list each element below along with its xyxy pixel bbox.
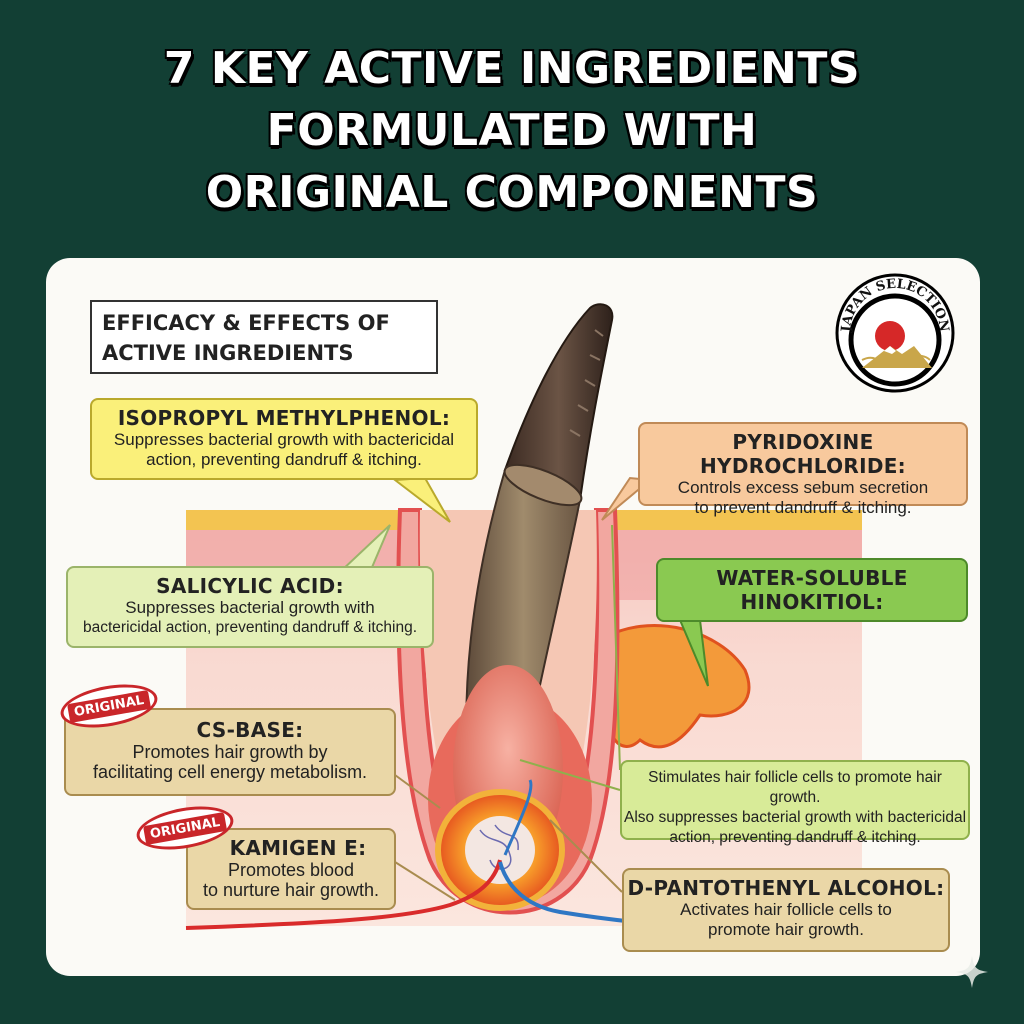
sparkle-icon bbox=[956, 956, 988, 988]
kamigen-e-box: KAMIGEN E: Promotes blood to nurture hai… bbox=[186, 828, 396, 910]
hinokitiol-leader-2 bbox=[611, 524, 621, 771]
kamigen-desc-2: to nurture hair growth. bbox=[202, 880, 380, 900]
efficacy-heading-line-2: ACTIVE INGREDIENTS bbox=[102, 341, 354, 365]
japan-selection-logo: JAPAN SELECTION bbox=[835, 273, 955, 393]
d-pantothenyl-alcohol-box: D-PANTOTHENYL ALCOHOL: Activates hair fo… bbox=[622, 868, 950, 952]
salicylic-desc-1: Suppresses bacterial growth with bbox=[125, 598, 375, 617]
kamigen-pointer bbox=[394, 861, 456, 901]
hinokitiol-desc-1: Stimulates hair follicle cells to promot… bbox=[648, 769, 942, 806]
hinokitiol-name-2: HINOKITIOL: bbox=[740, 590, 884, 614]
original-badge-label: ORIGINAL bbox=[142, 811, 228, 845]
isopropyl-desc-2: action, preventing dandruff & itching. bbox=[146, 450, 422, 469]
csbase-desc-2: facilitating cell energy metabolism. bbox=[92, 762, 368, 782]
pyridoxine-desc-1: Controls excess sebum secretion bbox=[677, 478, 929, 497]
efficacy-heading-line-1: EFFICACY & EFFECTS OF bbox=[102, 311, 390, 335]
water-soluble-hinokitiol-box: WATER-SOLUBLE HINOKITIOL: bbox=[656, 558, 968, 622]
title-line-2: FORMULATED WITH bbox=[266, 105, 758, 156]
isopropyl-desc-1: Suppresses bacterial growth with bacteri… bbox=[113, 430, 455, 449]
hinokitiol-name-1: WATER-SOLUBLE bbox=[716, 566, 908, 590]
original-badge-label: ORIGINAL bbox=[66, 689, 152, 723]
isopropyl-methylphenol-box: ISOPROPYL METHYLPHENOL: Suppresses bacte… bbox=[90, 398, 478, 480]
csbase-pointer bbox=[394, 774, 441, 809]
cs-base-box: CS-BASE: Promotes hair growth by facilit… bbox=[64, 708, 396, 796]
salicylic-name: SALICYLIC ACID: bbox=[156, 574, 344, 598]
title-line-1: 7 KEY ACTIVE INGREDIENTS bbox=[163, 43, 861, 94]
efficacy-heading-box: EFFICACY & EFFECTS OF ACTIVE INGREDIENTS bbox=[90, 300, 438, 374]
pantothenyl-pointer bbox=[549, 819, 623, 893]
hair-shaft bbox=[503, 303, 614, 502]
pantothenyl-name: D-PANTOTHENYL ALCOHOL: bbox=[627, 876, 945, 900]
csbase-name: CS-BASE: bbox=[196, 718, 304, 742]
title-line-3: ORIGINAL COMPONENTS bbox=[205, 167, 819, 218]
isopropyl-name: ISOPROPYL METHYLPHENOL: bbox=[117, 406, 451, 430]
salicylic-desc-2: bactericidal action, preventing dandruff… bbox=[82, 619, 418, 636]
csbase-desc-1: Promotes hair growth by bbox=[132, 742, 328, 762]
pyridoxine-desc-2: to prevent dandruff & itching. bbox=[694, 498, 912, 517]
hair-cross-section bbox=[503, 463, 583, 507]
kamigen-name: KAMIGEN E: bbox=[229, 836, 367, 860]
pantothenyl-desc-2: promote hair growth. bbox=[708, 920, 864, 939]
pyridoxine-name: PYRIDOXINE HYDROCHLORIDE: bbox=[700, 430, 906, 478]
hinokitiol-desc-2: Also suppresses bacterial growth with ba… bbox=[623, 809, 967, 826]
main-title: 7 KEY ACTIVE INGREDIENTS FORMULATED WITH… bbox=[0, 38, 1024, 224]
pantothenyl-desc-1: Activates hair follicle cells to bbox=[680, 900, 892, 919]
kamigen-desc-1: Promotes blood bbox=[227, 860, 355, 880]
salicylic-acid-box: SALICYLIC ACID: Suppresses bacterial gro… bbox=[66, 566, 434, 648]
hinokitiol-desc-3: action, preventing dandruff & itching. bbox=[669, 829, 921, 846]
hair-cuticle-texture bbox=[569, 329, 604, 437]
hinokitiol-leader bbox=[519, 759, 621, 791]
hinokitiol-description-box: Stimulates hair follicle cells to promot… bbox=[620, 760, 970, 846]
artery bbox=[185, 859, 502, 930]
pyridoxine-hydrochloride-box: PYRIDOXINE HYDROCHLORIDE: Controls exces… bbox=[638, 422, 968, 517]
dermal-papilla bbox=[465, 816, 535, 884]
vein-branch bbox=[503, 779, 533, 856]
